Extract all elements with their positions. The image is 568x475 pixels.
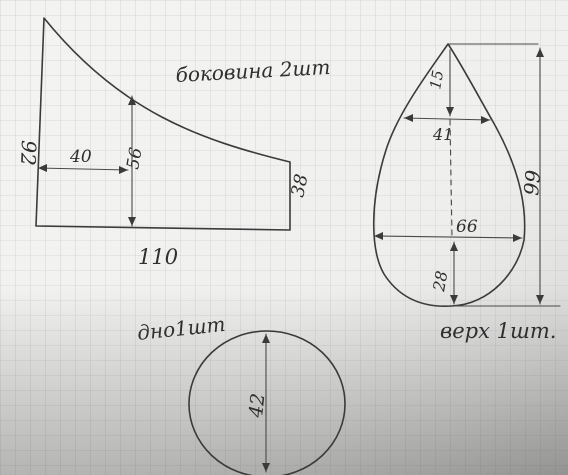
arrowhead	[536, 48, 544, 57]
offset-width-label: 40	[69, 147, 92, 167]
arrowhead	[513, 234, 522, 242]
upper-width-arrow	[403, 117, 491, 121]
inner-height-label: 56	[123, 146, 146, 171]
lower-segment-label: 28	[429, 269, 451, 293]
arrowhead	[38, 164, 47, 172]
arrowhead	[262, 463, 270, 472]
height-left-label: 92	[16, 140, 41, 166]
arrowhead	[446, 107, 454, 116]
top-piece-outline	[372, 43, 526, 307]
arrowhead	[450, 242, 458, 251]
diameter-label: 42	[245, 392, 270, 419]
bottom-length-label: 110	[138, 245, 178, 269]
top-piece-pattern: 15 41 99 66 28 верх 1шт.	[372, 43, 561, 343]
max-width-label: 66	[456, 217, 478, 237]
arrowhead	[536, 295, 544, 304]
arrowhead	[374, 232, 383, 240]
upper-width-label: 41	[432, 125, 453, 144]
top-piece-title: верх 1шт.	[440, 319, 556, 343]
arrowhead	[119, 166, 128, 174]
arrowhead	[450, 295, 458, 304]
arrowhead	[128, 96, 136, 105]
upper-segment-label: 15	[426, 69, 447, 91]
max-width-arrow	[373, 235, 523, 239]
arrowhead	[404, 114, 413, 122]
offset-width-arrow	[37, 167, 129, 171]
arrowhead	[128, 217, 136, 226]
bottom-piece-outline	[188, 330, 346, 475]
arrowhead	[481, 116, 490, 124]
total-height-label: 99	[519, 169, 545, 197]
right-height-label: 38	[287, 172, 312, 199]
side-panel-outline	[35, 17, 291, 231]
arrowhead	[262, 334, 270, 343]
